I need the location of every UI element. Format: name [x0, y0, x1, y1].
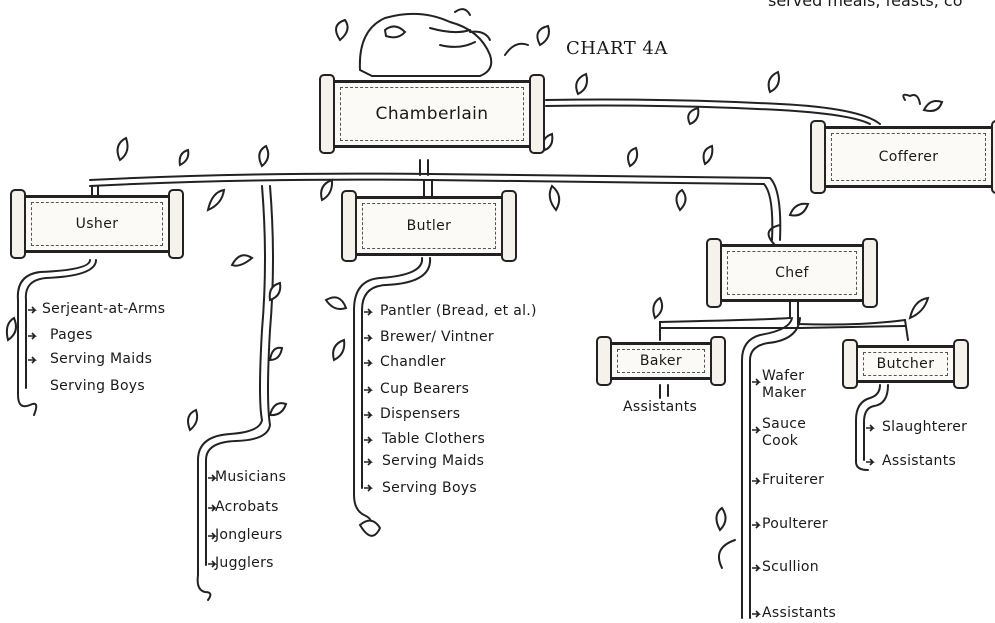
box-butcher: Butcher [842, 339, 969, 389]
list-item: Serjeant-at-Arms [42, 301, 166, 317]
list-item: Jongleurs [215, 527, 283, 543]
list-item: Jugglers [215, 555, 274, 571]
list-item: Acrobats [215, 499, 279, 515]
list-item: Musicians [215, 469, 287, 485]
box-butler: Butler [341, 190, 517, 262]
box-baker-label: Baker [639, 353, 683, 369]
box-chamberlain: Chamberlain [319, 74, 545, 154]
boar-head-icon [358, 8, 493, 77]
list-item: Fruiterer [762, 472, 825, 488]
box-chef-label: Chef [775, 265, 809, 281]
list-item: Serving Boys [382, 480, 477, 496]
list-item: Assistants [762, 605, 837, 621]
box-cofferer: Cofferer [810, 120, 995, 194]
list-item: Pages [50, 327, 93, 343]
box-cofferer-label: Cofferer [878, 149, 939, 165]
list-item: Brewer/ Vintner [380, 329, 494, 345]
box-usher-label: Usher [75, 216, 119, 232]
list-item: Sauce Cook [762, 416, 807, 449]
list-item: Cup Bearers [380, 381, 470, 397]
top-caption: served meals, feasts, co [768, 0, 963, 10]
list-item: Table Clothers [382, 431, 486, 447]
box-chef: Chef [706, 238, 878, 308]
list-item: Dispensers [380, 406, 461, 422]
box-butler-label: Butler [406, 218, 452, 234]
box-usher: Usher [10, 189, 184, 259]
list-item: Serving Maids [50, 351, 153, 367]
list-item: Serving Boys [50, 378, 145, 394]
list-item: Scullion [762, 559, 819, 575]
box-baker: Baker [596, 336, 726, 386]
box-butcher-label: Butcher [876, 356, 935, 372]
chart-title: CHART 4A [566, 38, 668, 59]
list-item: Assistants [623, 399, 698, 415]
list-item: Poulterer [762, 516, 828, 532]
list-item: Slaughterer [882, 419, 968, 435]
box-chamberlain-label: Chamberlain [375, 104, 489, 124]
list-item: Pantler (Bread, et al.) [380, 303, 537, 319]
list-item: Wafer Maker [762, 368, 807, 401]
list-item: Serving Maids [382, 453, 485, 469]
list-item: Assistants [882, 453, 957, 469]
list-item: Chandler [380, 354, 446, 370]
